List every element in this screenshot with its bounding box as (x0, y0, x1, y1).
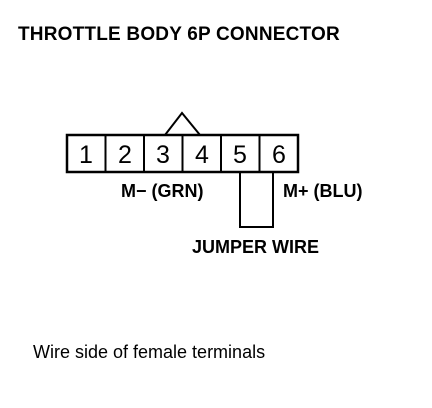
m-minus-label: M− (GRN) (121, 181, 204, 201)
jumper-wire (239, 172, 274, 228)
pin-4-label: 4 (195, 141, 209, 169)
pin-2-label: 2 (118, 141, 132, 169)
pin-3-label: 3 (156, 141, 170, 169)
pin-6-label: 6 (272, 141, 286, 169)
jumper-wire-label: JUMPER WIRE (192, 237, 319, 257)
m-plus-label: M+ (BLU) (283, 181, 363, 201)
pin-1-label: 1 (79, 141, 93, 169)
pin-5-label: 5 (233, 141, 247, 169)
diagram-title: THROTTLE BODY 6P CONNECTOR (18, 24, 340, 45)
pin-dividers (104, 135, 261, 172)
connector-lock-tab (164, 111, 201, 136)
diagram-caption: Wire side of female terminals (33, 342, 266, 362)
